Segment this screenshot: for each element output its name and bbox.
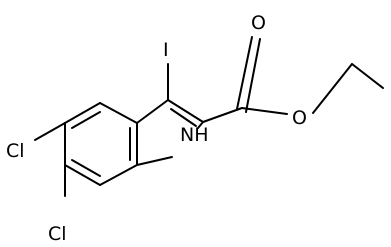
- ester-oxygen-label: O: [292, 107, 307, 129]
- bond-n1-c7a: [136, 156, 173, 166]
- bond-ester-oxygen-ch2: [312, 63, 353, 114]
- bond-c3-c2: [167, 99, 204, 123]
- bond-c4-c5: [64, 102, 101, 124]
- bond-c6-c7-inner: [71, 159, 101, 177]
- chlorine-upper-label: Cl: [6, 140, 25, 162]
- chlorine-lower-label: Cl: [48, 223, 67, 245]
- bond-c3a-c3: [136, 99, 169, 124]
- bond-ch2-ch3: [351, 63, 384, 89]
- bond-c4-c5-inner: [71, 111, 101, 129]
- iodine-label: I: [163, 39, 169, 61]
- bond-c2-n1: [197, 121, 204, 129]
- bond-c5-chlorine-upper: [34, 122, 66, 141]
- carbonyl-oxygen-label: O: [251, 12, 266, 34]
- bond-carbonyl-oxygen-double-b: [245, 38, 261, 113]
- bond-c7-c7a: [99, 164, 138, 186]
- nitrogen-label: NH: [180, 124, 209, 146]
- bond-c3-c2-inner: [170, 108, 197, 127]
- bond-c2-carbonyl: [202, 107, 243, 123]
- bond-carbonyl-ester-oxygen: [241, 107, 288, 115]
- bond-carbonyl-oxygen-double-a: [236, 36, 253, 110]
- bond-c3a-c4: [99, 102, 138, 124]
- bond-c6-c7: [64, 164, 101, 186]
